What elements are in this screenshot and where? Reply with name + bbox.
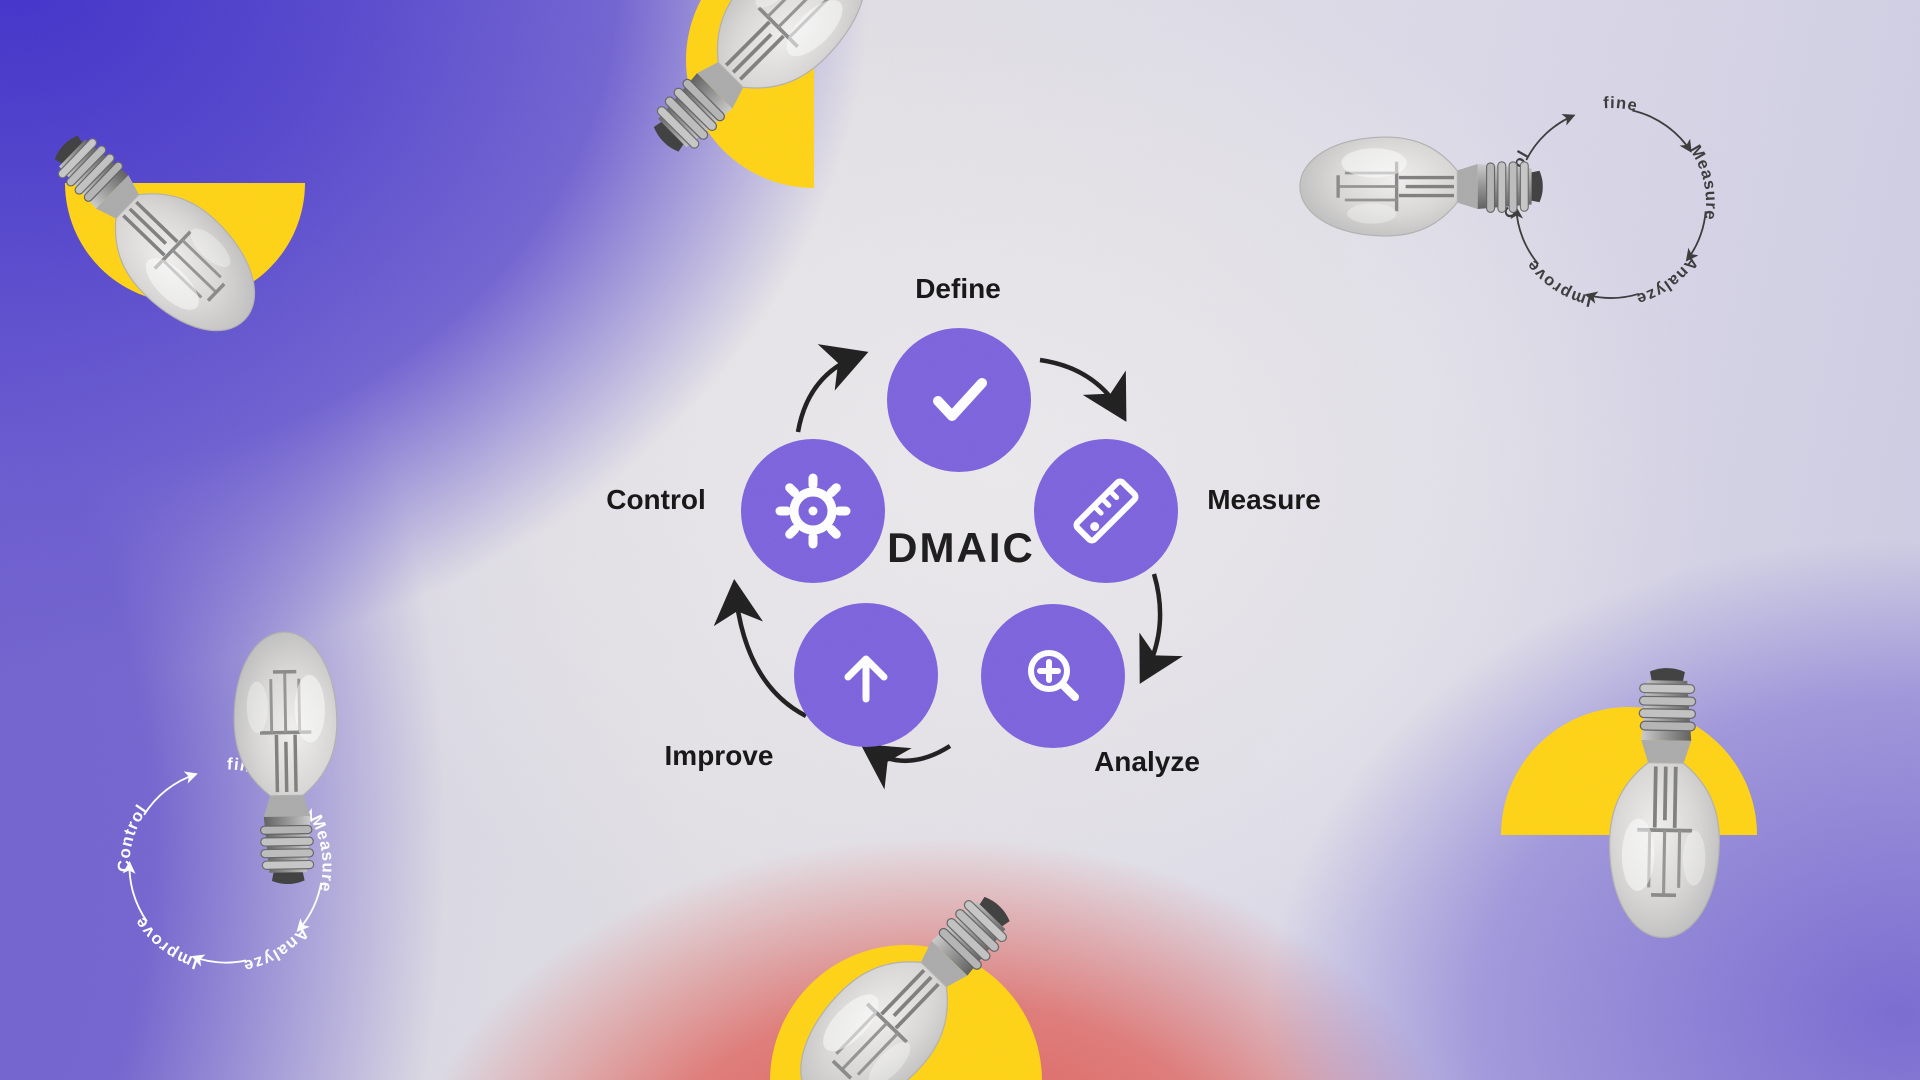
arrow-up-icon xyxy=(844,655,888,703)
arrow-measure-to-analyze xyxy=(1139,573,1183,684)
step-circle-measure xyxy=(1034,439,1178,583)
step-circle-control xyxy=(741,439,885,583)
gear-icon xyxy=(775,473,851,549)
arrow-analyze-to-improve xyxy=(860,744,952,790)
magnifier-plus-icon xyxy=(1028,650,1079,701)
ruler-icon xyxy=(1073,478,1139,544)
step-label-analyze: Analyze xyxy=(1094,746,1200,777)
step-label-control: Control xyxy=(606,484,706,515)
step-label-measure: Measure xyxy=(1207,484,1321,515)
step-label-define: Define xyxy=(915,273,1001,304)
step-circle-improve xyxy=(794,603,938,747)
arrow-improve-to-control xyxy=(713,579,808,718)
step-label-improve: Improve xyxy=(664,740,774,771)
arrow-control-to-define xyxy=(795,344,869,433)
step-circle-analyze xyxy=(981,604,1125,748)
check-icon xyxy=(933,378,987,421)
step-circle-define xyxy=(887,328,1031,472)
arrow-define-to-measure xyxy=(1039,357,1127,422)
dmaic-center-title: DMAIC xyxy=(887,524,1035,571)
